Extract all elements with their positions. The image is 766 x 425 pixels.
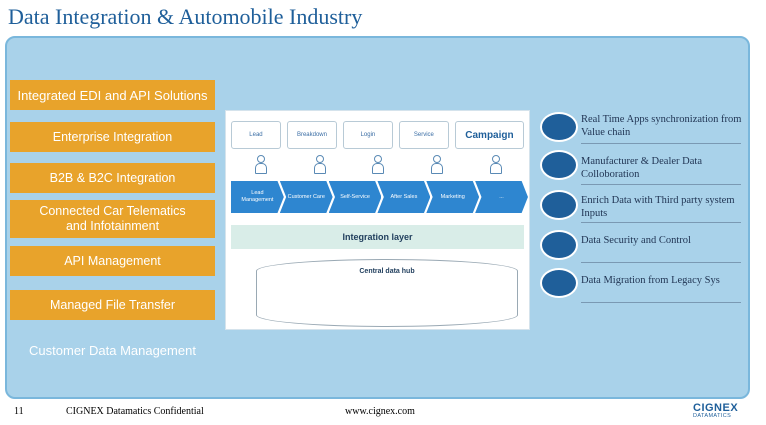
solutions-header: Integrated EDI and API Solutions bbox=[10, 80, 215, 110]
benefit-bullet-icon bbox=[540, 112, 578, 142]
architecture-diagram: Lead Breakdown Login Service Campaign Le… bbox=[225, 110, 530, 330]
solution-item-api-management: API Management bbox=[10, 246, 215, 276]
integration-layer: Integration layer bbox=[231, 225, 524, 249]
user-icons-row bbox=[231, 155, 524, 175]
person-icon bbox=[254, 155, 268, 174]
tile-campaign: Campaign bbox=[454, 121, 525, 149]
chevron-marketing: Marketing bbox=[426, 181, 480, 213]
chevron-after-sales: After Sales bbox=[377, 181, 431, 213]
confidential-notice: CIGNEX Datamatics Confidential bbox=[66, 406, 204, 417]
tile-lead: Lead bbox=[231, 121, 281, 149]
benefit-data-security: Data Security and Control bbox=[581, 235, 691, 246]
logo-subtitle: DATAMATICS bbox=[693, 413, 732, 419]
company-logo: CIGNEX DATAMATICS bbox=[693, 402, 759, 424]
chevron-lead-management: Lead Management bbox=[231, 181, 284, 213]
solution-item-connected-car: Connected Car Telematics and Infotainmen… bbox=[10, 200, 215, 238]
benefit-bullet-icon bbox=[540, 268, 578, 298]
benefit-data-migration: Data Migration from Legacy Sys bbox=[581, 275, 720, 286]
benefit-divider bbox=[581, 143, 741, 144]
benefit-divider bbox=[581, 302, 741, 303]
central-data-hub: Central data hub bbox=[256, 259, 518, 327]
solution-item-customer-data: Customer Data Management bbox=[29, 342, 196, 358]
person-icon bbox=[430, 155, 444, 174]
slide-title: Data Integration & Automobile Industry bbox=[8, 4, 363, 29]
logo-name: CIGNEX bbox=[693, 402, 739, 414]
chevron-self-service: Self-Service bbox=[328, 181, 382, 213]
tile-breakdown: Breakdown bbox=[286, 121, 337, 149]
channel-tiles: Lead Breakdown Login Service Campaign bbox=[231, 121, 525, 149]
solution-item-enterprise-integration: Enterprise Integration bbox=[10, 122, 215, 152]
page-number: 11 bbox=[14, 406, 24, 417]
benefit-enrich-data: Enrich Data with Third party system Inpu… bbox=[581, 195, 735, 219]
process-chevrons: Lead Management Customer Care Self-Servi… bbox=[231, 181, 528, 213]
solution-item-b2b-b2c: B2B & B2C Integration bbox=[10, 163, 215, 193]
person-icon bbox=[489, 155, 502, 174]
chevron-customer-care: Customer Care bbox=[279, 181, 333, 213]
person-icon bbox=[313, 155, 326, 174]
hub-label: Central data hub bbox=[359, 268, 415, 275]
chevron-more: ... bbox=[475, 181, 528, 213]
solution-item-managed-file-transfer: Managed File Transfer bbox=[10, 290, 215, 320]
benefit-bullet-icon bbox=[540, 190, 578, 220]
benefit-divider bbox=[581, 184, 741, 185]
benefit-bullet-icon bbox=[540, 230, 578, 260]
benefit-divider bbox=[581, 222, 741, 223]
website-url: www.cignex.com bbox=[345, 406, 415, 417]
tile-login: Login bbox=[342, 121, 393, 149]
benefit-divider bbox=[581, 262, 741, 263]
benefit-realtime-sync: Real Time Apps synchronization from Valu… bbox=[581, 114, 742, 138]
tile-service: Service bbox=[398, 121, 449, 149]
benefit-dealer-collaboration: Manufacturer & Dealer Data Colloboration bbox=[581, 156, 702, 180]
person-icon bbox=[371, 155, 385, 174]
benefit-bullet-icon bbox=[540, 150, 578, 180]
